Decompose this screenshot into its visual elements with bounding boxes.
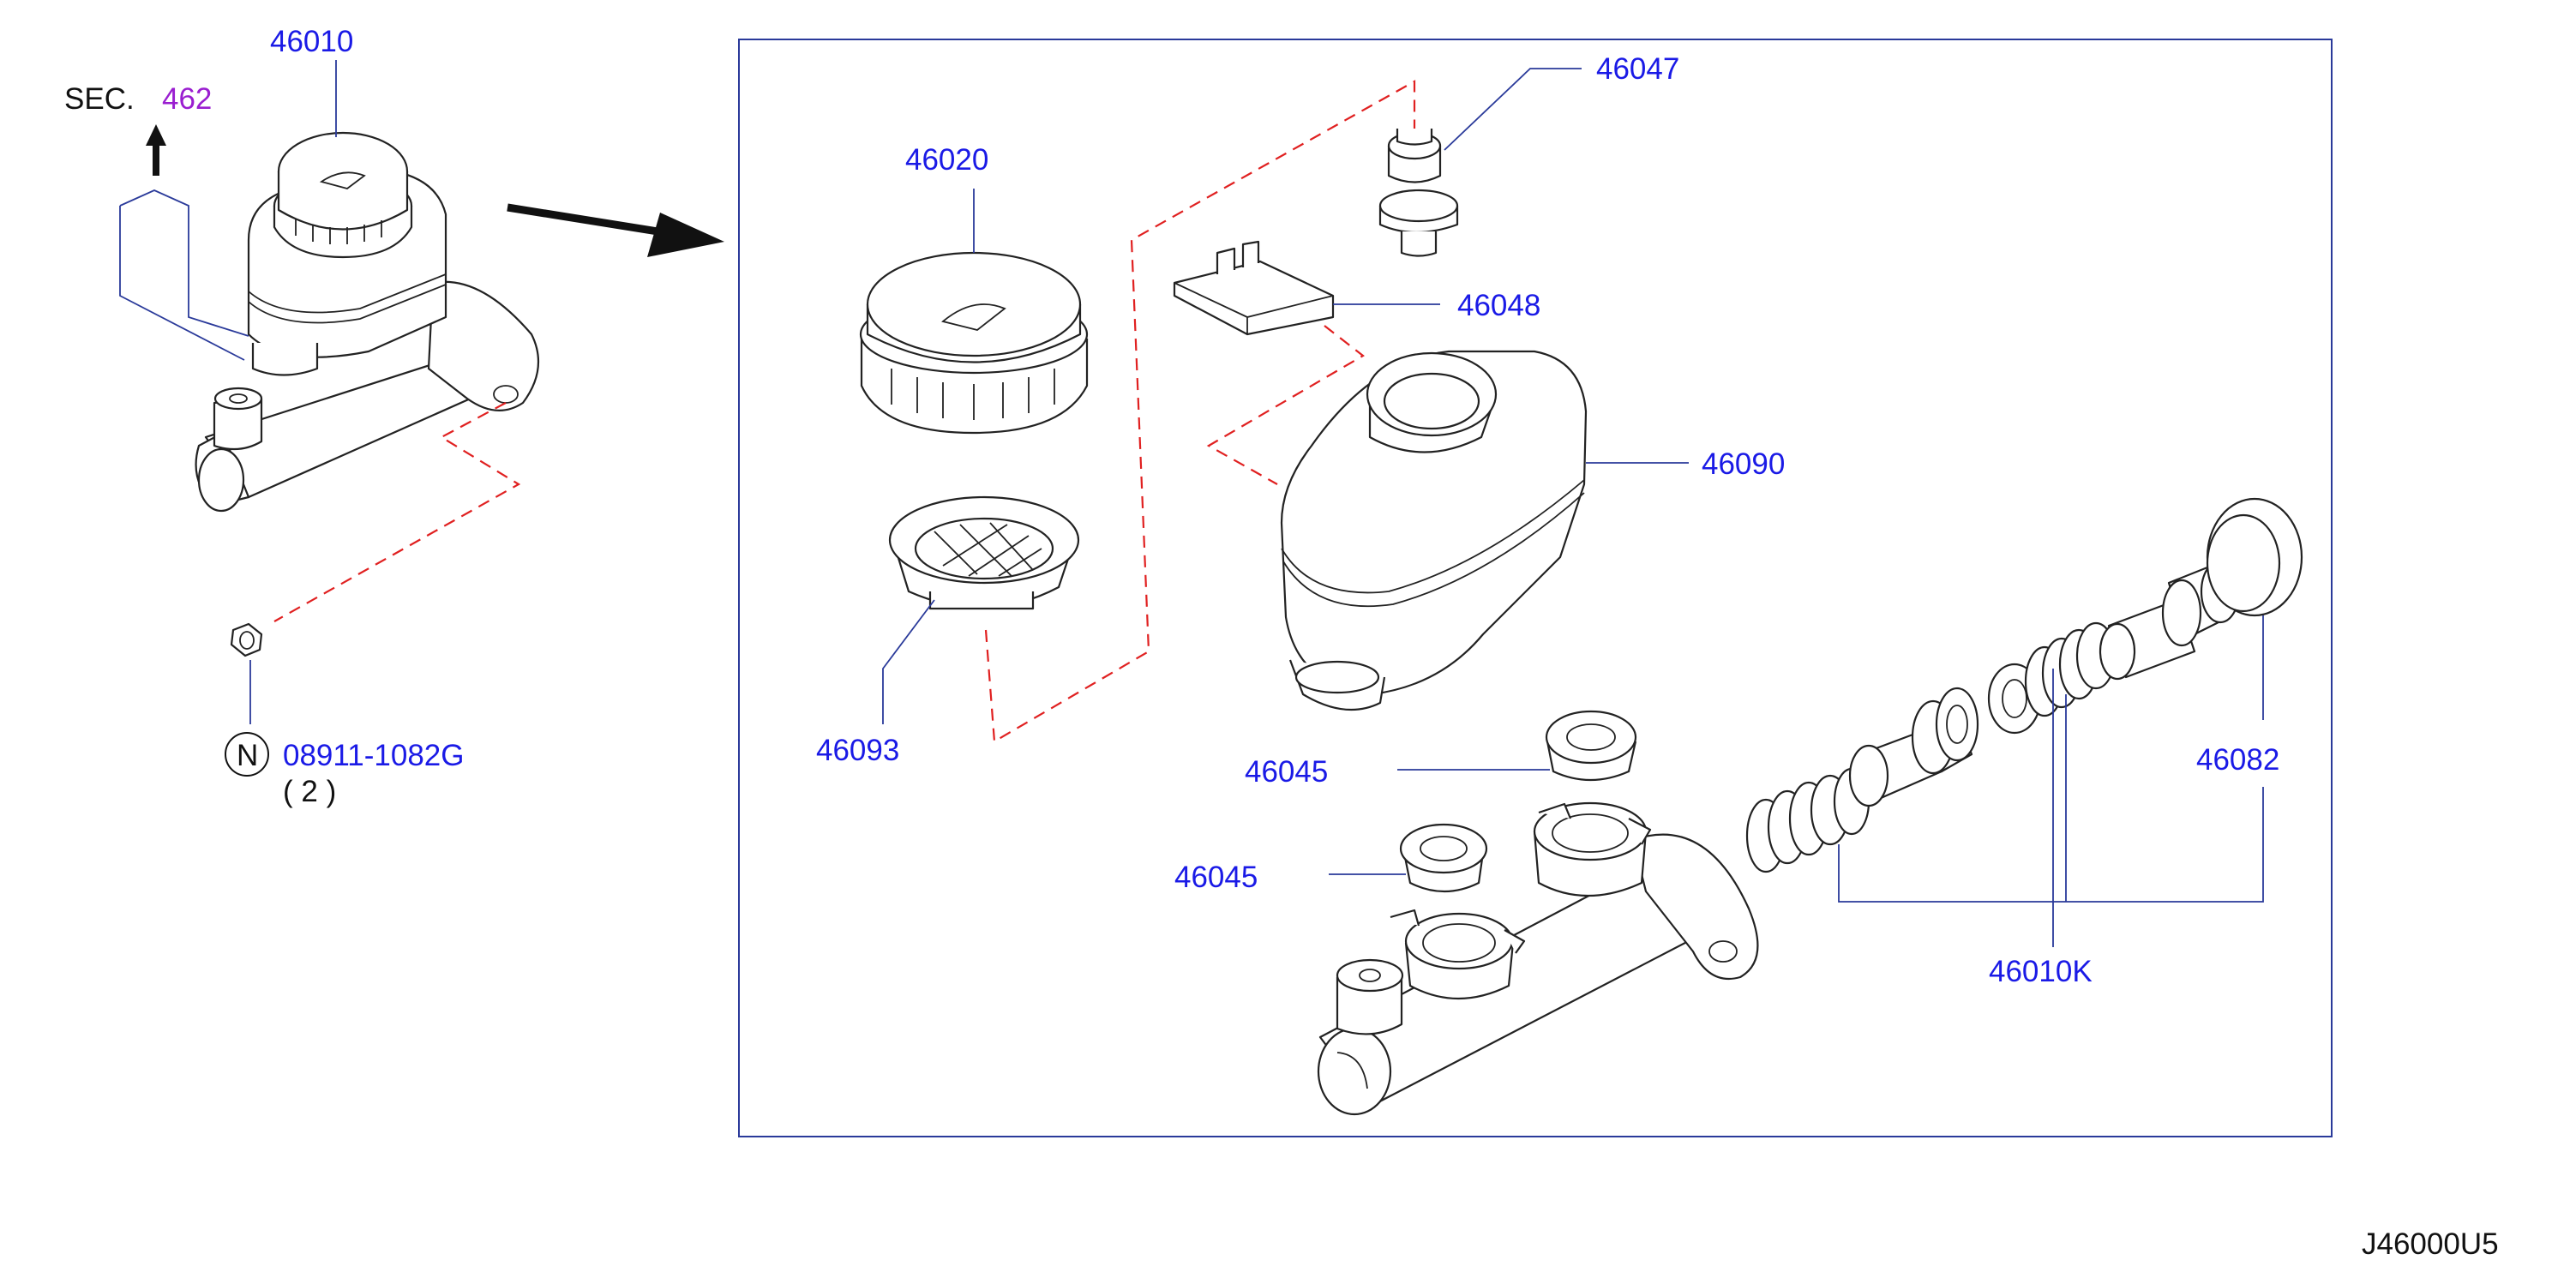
seal-ring-drawing	[2206, 497, 2303, 617]
reservoir-tank-drawing	[1280, 350, 1588, 711]
grommet-upper-drawing	[1545, 710, 1637, 782]
master-cylinder-assembly-drawing	[195, 131, 540, 513]
section-number[interactable]: 462	[162, 82, 212, 116]
hex-nut-drawing	[230, 622, 263, 657]
spring-secondary-drawing	[1987, 621, 2117, 735]
leader-sensor	[1444, 68, 1582, 151]
n-symbol-icon: N	[225, 732, 269, 777]
part-label-08911-1082g[interactable]: 08911-1082G	[283, 739, 464, 772]
part-label-46090[interactable]: 46090	[1702, 447, 1785, 481]
retaining-pin-drawing	[1173, 240, 1335, 336]
svg-text:N: N	[237, 739, 258, 772]
part-label-46010k[interactable]: 46010K	[1989, 955, 2093, 988]
leader-assembly	[119, 60, 337, 361]
arrow-up-icon	[146, 124, 166, 176]
part-label-46045-lower[interactable]: 46045	[1174, 861, 1258, 894]
part-label-46020[interactable]: 46020	[905, 143, 988, 177]
dash-guide-nut	[273, 402, 521, 622]
leader-repair-kit	[1838, 694, 2264, 947]
dash-guide-reservoir	[984, 80, 1416, 743]
part-label-46010[interactable]: 46010	[270, 25, 353, 58]
diagram-reference-code: J46000U5	[2362, 1227, 2499, 1261]
reservoir-cap-drawing	[859, 251, 1089, 435]
part-qty-label: ( 2 )	[283, 775, 336, 808]
part-label-46082[interactable]: 46082	[2196, 743, 2279, 777]
exploded-view-frame	[738, 39, 2333, 1137]
section-prefix: SEC.	[64, 82, 135, 116]
spring-primary-drawing	[1745, 767, 1870, 873]
part-label-46093[interactable]: 46093	[816, 734, 899, 767]
level-sensor-drawing	[1378, 129, 1459, 257]
part-label-46047[interactable]: 46047	[1596, 52, 1679, 86]
cylinder-body-drawing	[1317, 801, 1759, 1116]
strainer-filter-drawing	[888, 495, 1080, 610]
piston-primary-drawing	[1848, 687, 1979, 807]
part-label-46048[interactable]: 46048	[1457, 289, 1540, 322]
leader-filter	[882, 599, 935, 724]
arrow-right-icon	[507, 203, 724, 257]
part-label-46045-upper[interactable]: 46045	[1245, 755, 1328, 789]
grommet-lower-drawing	[1399, 823, 1488, 893]
